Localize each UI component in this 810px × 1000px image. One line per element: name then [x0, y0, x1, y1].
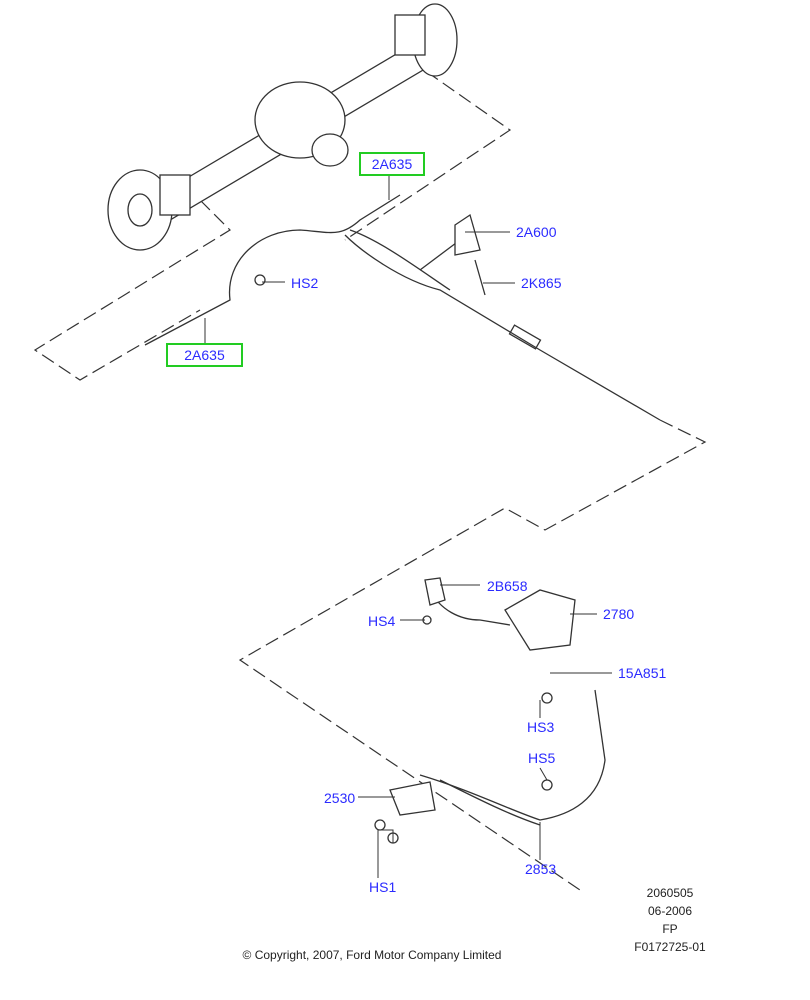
- callout-2853[interactable]: 2853: [525, 861, 557, 877]
- rear-axle: [107, 3, 458, 251]
- copyright-text: © Copyright, 2007, Ford Motor Company Li…: [242, 948, 502, 962]
- info-code: 2060505: [646, 886, 694, 900]
- callout-HS1[interactable]: HS1: [369, 879, 397, 895]
- axle-boundary: [33, 199, 231, 381]
- callout-2K865[interactable]: 2K865: [521, 275, 562, 291]
- callout-HS2[interactable]: HS2: [291, 275, 319, 291]
- leader-lines: [204, 176, 612, 878]
- info-type: FP: [662, 922, 678, 936]
- callout-2780[interactable]: 2780: [603, 606, 635, 622]
- rear-section-boundary: [344, 59, 512, 241]
- callout-2530[interactable]: 2530: [324, 790, 356, 806]
- callout-HS4[interactable]: HS4: [368, 613, 396, 629]
- callout-2B658[interactable]: 2B658: [487, 578, 528, 594]
- info-figure: F0172725-01: [634, 940, 706, 954]
- info-date: 06-2006: [647, 904, 693, 918]
- callout-2A635-front[interactable]: 2A635: [166, 343, 243, 367]
- callout-2A635-rear[interactable]: 2A635: [359, 152, 425, 176]
- cable-section-boundary: [238, 419, 707, 891]
- rear-cables: [144, 194, 661, 421]
- drawing-info: 2060505 06-2006 FP F0172725-01: [610, 884, 730, 956]
- callout-15A851[interactable]: 15A851: [618, 665, 667, 681]
- callout-2A600[interactable]: 2A600: [516, 224, 557, 240]
- callout-HS3[interactable]: HS3: [527, 719, 555, 735]
- callout-HS5[interactable]: HS5: [528, 750, 556, 766]
